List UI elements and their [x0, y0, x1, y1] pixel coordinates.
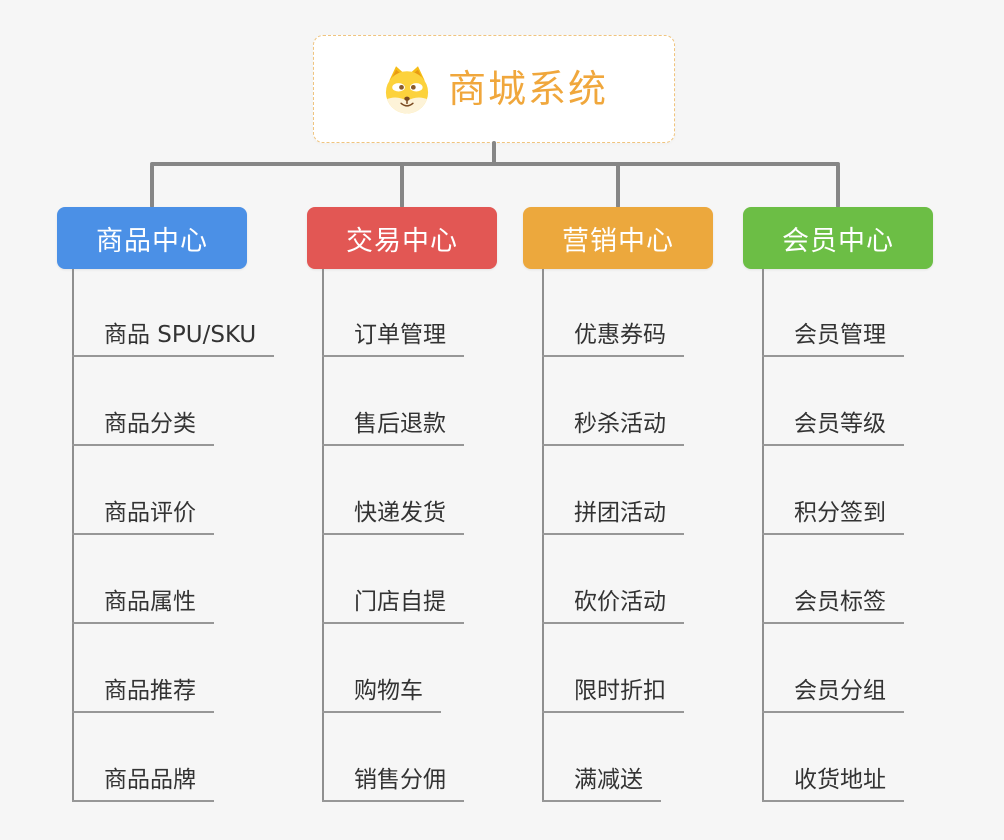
- mindmap-leaf[interactable]: 会员管理: [762, 317, 904, 357]
- root-title: 商城系统: [447, 67, 608, 111]
- connector-drop-marketing: [616, 164, 620, 208]
- mindmap-leaf[interactable]: 商品评价: [72, 495, 214, 535]
- mindmap-leaf[interactable]: 限时折扣: [542, 673, 684, 713]
- mindmap-leaf[interactable]: 商品品牌: [72, 762, 214, 802]
- mindmap-leaf[interactable]: 商品 SPU/SKU: [72, 317, 275, 357]
- mindmap-leaf[interactable]: 商品推荐: [72, 673, 214, 713]
- mindmap-leaf[interactable]: 拼团活动: [542, 495, 684, 535]
- connector-root-stem: [492, 141, 496, 165]
- mindmap-leaf[interactable]: 门店自提: [322, 584, 464, 624]
- mindmap-leaf[interactable]: 订单管理: [322, 317, 464, 357]
- mindmap-leaf[interactable]: 优惠券码: [542, 317, 684, 357]
- mindmap-leaf[interactable]: 会员等级: [762, 406, 904, 446]
- branch-column-member-center: 会员管理 会员等级 积分签到 会员标签 会员分组 收货地址: [762, 269, 992, 802]
- mindmap-leaf[interactable]: 售后退款: [322, 406, 464, 446]
- connector-drop-product: [150, 164, 154, 208]
- mindmap-leaf[interactable]: 收货地址: [762, 762, 904, 802]
- branch-header-member-center[interactable]: 会员中心: [743, 207, 933, 269]
- branch-header-trade-center[interactable]: 交易中心: [307, 207, 497, 269]
- mindmap-leaf[interactable]: 积分签到: [762, 495, 904, 535]
- root-node[interactable]: 商城系统: [313, 35, 675, 143]
- connector-drop-trade: [400, 164, 404, 208]
- branch-column-marketing-center: 优惠券码 秒杀活动 拼团活动 砍价活动 限时折扣 满减送: [542, 269, 772, 802]
- branch-column-trade-center: 订单管理 售后退款 快递发货 门店自提 购物车 销售分佣: [322, 269, 552, 802]
- doge-icon: [385, 66, 429, 114]
- branch-header-product-center[interactable]: 商品中心: [57, 207, 247, 269]
- branch-header-marketing-center[interactable]: 营销中心: [523, 207, 713, 269]
- mindmap-leaf[interactable]: 秒杀活动: [542, 406, 684, 446]
- mindmap-leaf[interactable]: 购物车: [322, 673, 441, 713]
- mindmap-leaf[interactable]: 会员标签: [762, 584, 904, 624]
- mindmap-leaf[interactable]: 会员分组: [762, 673, 904, 713]
- connector-bus: [150, 162, 840, 166]
- branch-column-product-center: 商品 SPU/SKU 商品分类 商品评价 商品属性 商品推荐 商品品牌: [72, 269, 302, 802]
- mindmap-leaf[interactable]: 快递发货: [322, 495, 464, 535]
- mindmap-leaf[interactable]: 销售分佣: [322, 762, 464, 802]
- mindmap-leaf[interactable]: 商品属性: [72, 584, 214, 624]
- mindmap-leaf[interactable]: 商品分类: [72, 406, 214, 446]
- connector-drop-member: [836, 164, 840, 208]
- mindmap-leaf[interactable]: 砍价活动: [542, 584, 684, 624]
- mindmap-leaf[interactable]: 满减送: [542, 762, 661, 802]
